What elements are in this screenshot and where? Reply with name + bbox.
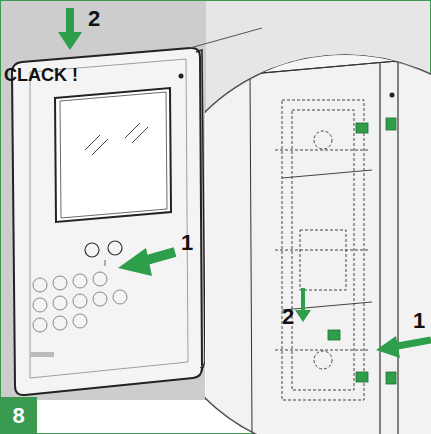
sound-note: CLACK ! xyxy=(4,66,78,84)
step-number: 2 xyxy=(88,8,100,30)
step-number: 2 xyxy=(282,306,294,328)
step-number: 1 xyxy=(413,310,425,332)
step-number: 1 xyxy=(181,232,193,254)
left-panel xyxy=(0,0,206,400)
video-monitor xyxy=(12,48,205,395)
zoom-detail xyxy=(205,0,431,434)
figure-number-box: 8 xyxy=(0,397,37,434)
motion-arrow xyxy=(58,8,175,276)
figure-number: 8 xyxy=(12,405,24,427)
